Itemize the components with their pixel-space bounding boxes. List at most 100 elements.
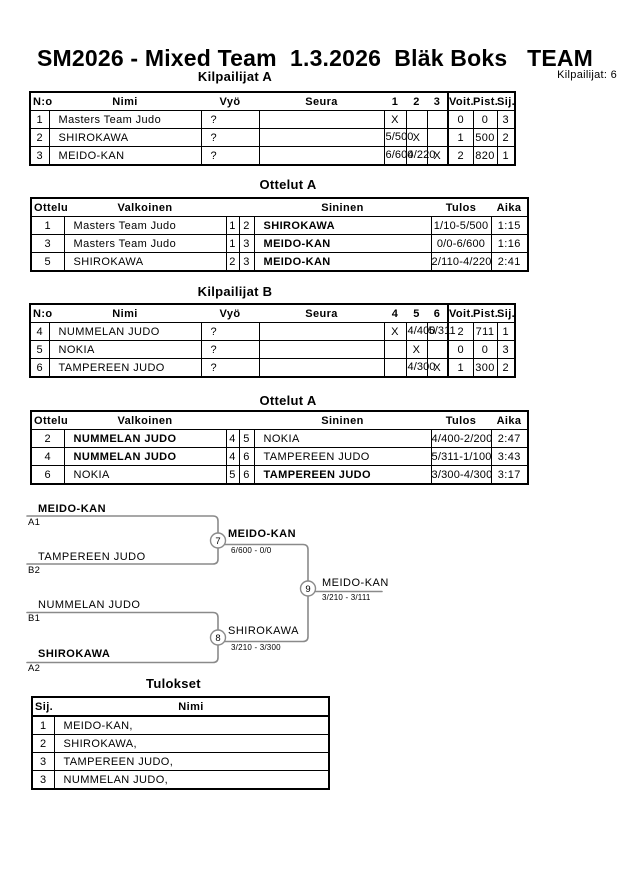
col-header-6: 6: [427, 304, 448, 323]
competitor-name: MEIDO-KAN: [48, 146, 202, 166]
match-time: 1:16: [490, 234, 529, 253]
competitor-name: NOKIA: [48, 340, 202, 359]
page-title: SM2026 - Mixed Team 1.3.2026 Bläk Boks T…: [36, 45, 594, 71]
col-header-3: 3: [427, 92, 448, 111]
points-cell: 0: [472, 340, 498, 359]
white-team: Masters Team Judo: [63, 216, 227, 235]
match-8-circle: [209, 629, 227, 646]
match-row: 3 Masters Team Judo 1 3 MEIDO-KAN 0/0-6/…: [30, 234, 529, 253]
bracket-slot-b2-seed: B2: [28, 565, 41, 576]
match-9-number: 9: [305, 584, 310, 595]
result-row: 3 TAMPEREEN JUDO,: [31, 752, 330, 771]
kilpailijat-b-header-row: N:o Nimi Vyö Seura 4 5 6 Voit. Pist. Sij…: [30, 304, 515, 323]
white-team: SHIROKAWA: [63, 252, 227, 272]
col-header-spacer1: [226, 198, 239, 217]
result-rank: 2: [31, 734, 55, 753]
result-cell: [426, 110, 449, 129]
result-cell: [383, 358, 407, 378]
match-7-circle: [209, 532, 227, 549]
result-cell: X: [405, 128, 428, 147]
blue-number: 5: [238, 429, 255, 448]
result-name: MEIDO-KAN,: [53, 715, 330, 735]
bracket-slot-b1-name: NUMMELAN JUDO: [38, 599, 141, 611]
match-number: 5: [30, 252, 65, 272]
rank-cell: 1: [496, 322, 516, 341]
competitor-number: 2: [29, 128, 50, 147]
result-cell: [405, 110, 428, 129]
bracket-slot-b2-name: TAMPEREEN JUDO: [38, 551, 146, 563]
col-header-pist: Pist.: [473, 92, 498, 111]
col-header-tulos: Tulos: [431, 198, 491, 217]
result-cell: 5/311: [426, 322, 456, 341]
col-header-spacer2: [239, 411, 254, 430]
result-cell: [426, 128, 449, 147]
competitor-belt: ?: [200, 146, 260, 166]
match-number: 2: [30, 429, 65, 448]
competitor-row: 4 NUMMELAN JUDO ? X 4/400 5/311 2 711 1: [29, 322, 516, 341]
match-8-number: 8: [215, 633, 220, 644]
rank-cell: 1: [496, 146, 516, 166]
white-number: 5: [225, 465, 240, 485]
result-cell: 5/500: [383, 128, 413, 147]
white-number: 4: [225, 429, 240, 448]
competitor-club: [258, 128, 385, 147]
competitor-number: 5: [29, 340, 50, 359]
result-cell: X: [405, 340, 428, 359]
competitor-belt: ?: [200, 340, 260, 359]
blue-team: SHIROKAWA: [253, 216, 432, 235]
competitor-club: [258, 110, 385, 129]
competitor-belt: ?: [200, 358, 260, 378]
ottelut-a1-table: Ottelu Valkoinen Sininen Tulos Aika 1 Ma…: [30, 197, 529, 272]
competitor-row: 2 SHIROKAWA ? 5/500 X 1 500 2: [29, 128, 516, 147]
match-row: 6 NOKIA 5 6 TAMPEREEN JUDO 3/300-4/300 3…: [30, 465, 529, 485]
blue-team: MEIDO-KAN: [253, 252, 432, 272]
rank-cell: 2: [496, 128, 516, 147]
match-9-circle: [299, 580, 317, 597]
match-number: 4: [30, 447, 65, 466]
col-header-ottelu: Ottelu: [31, 411, 68, 430]
result-name: NUMMELAN JUDO,: [53, 770, 330, 790]
section-title-tulokset: Tulokset: [146, 676, 201, 691]
col-header-sij: Sij.: [32, 697, 54, 717]
blue-team: MEIDO-KAN: [253, 234, 432, 253]
col-header-ottelu: Ottelu: [31, 198, 68, 217]
blue-number: 2: [238, 216, 255, 235]
bracket-final-score: 3/210 - 3/111: [322, 593, 371, 602]
result-cell: X: [426, 146, 449, 166]
competitor-name: SHIROKAWA: [48, 128, 202, 147]
white-team: NUMMELAN JUDO: [63, 429, 227, 448]
ottelut-a2-table: Ottelu Valkoinen Sininen Tulos Aika 2 NU…: [30, 410, 529, 485]
col-header-1: 1: [384, 92, 406, 111]
points-cell: 0: [472, 110, 498, 129]
white-team: Masters Team Judo: [63, 234, 227, 253]
competitor-name: Masters Team Judo: [48, 110, 202, 129]
competitor-row: 6 TAMPEREEN JUDO ? 4/300 X 1 300 2: [29, 358, 516, 378]
col-header-4: 4: [384, 304, 406, 323]
col-header-seura: Seura: [259, 304, 384, 323]
competitor-row: 1 Masters Team Judo ? X 0 0 3: [29, 110, 516, 129]
kilpailijat-a-header-row: N:o Nimi Vyö Seura 1 2 3 Voit. Pist. Sij…: [30, 92, 515, 111]
col-header-valkoinen: Valkoinen: [64, 411, 226, 430]
competitor-club: [258, 340, 385, 359]
match-result: 5/311-1/100: [430, 447, 492, 466]
blue-number: 6: [238, 447, 255, 466]
match-time: 3:17: [490, 465, 529, 485]
section-title-ottelut-a2: Ottelut A: [259, 393, 317, 408]
blue-team: TAMPEREEN JUDO: [253, 447, 432, 466]
bracket-lines: 7 8 9: [26, 515, 383, 664]
col-header-spacer2: [239, 198, 254, 217]
points-cell: 820: [472, 146, 498, 166]
result-cell: 4/220: [405, 146, 435, 166]
col-header-vyo: Vyö: [201, 304, 259, 323]
section-title-ottelut-a1: Ottelut A: [259, 177, 317, 192]
result-row: 2 SHIROKAWA,: [31, 734, 330, 753]
col-header-tulos: Tulos: [431, 411, 491, 430]
kilpailijat-b-table: N:o Nimi Vyö Seura 4 5 6 Voit. Pist. Sij…: [29, 303, 516, 378]
bracket-slot-a2-seed: A2: [28, 663, 41, 674]
col-header-nimi: Nimi: [49, 92, 201, 111]
col-header-no: N:o: [30, 304, 52, 323]
col-header-valkoinen: Valkoinen: [64, 198, 226, 217]
result-cell: [383, 340, 407, 359]
rank-cell: 3: [496, 340, 516, 359]
result-cell: X: [383, 322, 407, 341]
